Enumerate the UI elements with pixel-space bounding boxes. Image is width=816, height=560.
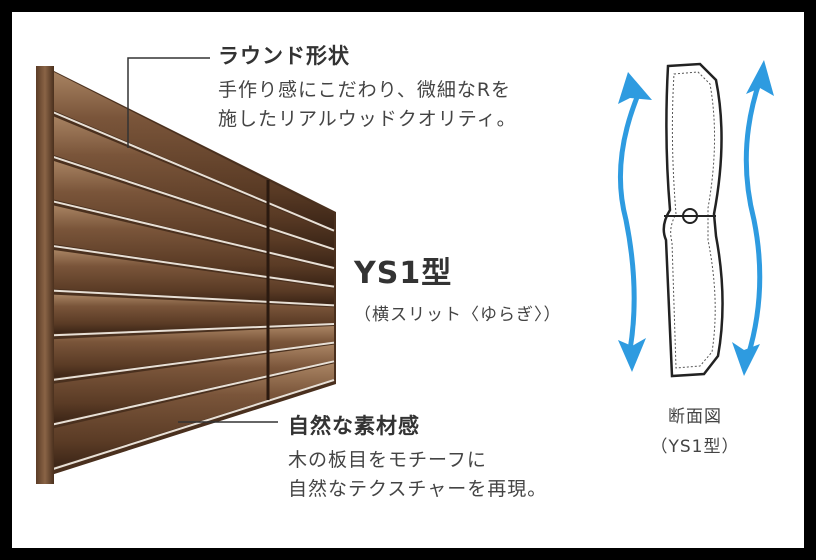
leader-line-round: [127, 57, 210, 148]
fence-slat: [50, 344, 334, 424]
callout-natural-line1: 木の板目をモチーフに: [288, 449, 487, 471]
fence-slat: [50, 249, 334, 305]
fence-slat-gap: [49, 289, 335, 307]
fence-post: [36, 66, 54, 484]
model-name: YS1型: [354, 256, 453, 291]
cross-section-caption-line2: （YS1型）: [650, 437, 740, 457]
callout-natural-title: 自然な素材感: [288, 414, 420, 438]
fence-slat: [50, 326, 334, 379]
fence-slat: [50, 159, 334, 267]
cross-section-inner: [670, 71, 716, 369]
callout-natural-texture: 自然な素材感 木の板目をモチーフに 自然なテクスチャーを再現。: [288, 410, 547, 504]
fence-slat-gap: [49, 199, 335, 269]
callout-natural-description: 木の板目をモチーフに 自然なテクスチャーを再現。: [288, 446, 547, 504]
model-label: YS1型 （横スリット〈ゆらぎ〉）: [354, 248, 562, 325]
model-subtitle: （横スリット〈ゆらぎ〉）: [354, 305, 562, 325]
fence-slat-gap: [49, 360, 335, 427]
fence-slat-gap: [49, 341, 335, 382]
callout-round-line2: 施したリアルウッドクオリティ。: [218, 108, 517, 130]
cross-section-caption: 断面図 （YS1型）: [640, 402, 750, 462]
fence-slat-gap: [49, 379, 335, 471]
fence-slat: [50, 114, 334, 249]
fence-slat: [50, 294, 334, 334]
callout-round-description: 手作り感にこだわり、微細なRを 施したリアルウッドクオリティ。: [218, 76, 517, 134]
callout-round-line1: 手作り感にこだわり、微細なRを: [218, 79, 512, 101]
fence-slat: [50, 204, 334, 286]
curved-double-arrow-icon: [732, 60, 774, 376]
callout-round-shape: ラウンド形状 手作り感にこだわり、微細なRを 施したリアルウッドクオリティ。: [218, 40, 517, 134]
fence-slat: [50, 363, 334, 468]
curved-double-arrow-icon: [617, 72, 652, 372]
fence-slat: [50, 70, 334, 230]
fence-slat-gap: [49, 154, 335, 251]
callout-round-title: ラウンド形状: [218, 44, 350, 68]
cross-section-caption-line1: 断面図: [668, 407, 722, 427]
fence-slats: [49, 70, 335, 471]
fence-slat-gap: [49, 323, 335, 337]
fence-slat-gap: [49, 244, 335, 288]
fence-slat-gap: [49, 109, 335, 232]
callout-natural-line2: 自然なテクスチャーを再現。: [288, 478, 548, 500]
